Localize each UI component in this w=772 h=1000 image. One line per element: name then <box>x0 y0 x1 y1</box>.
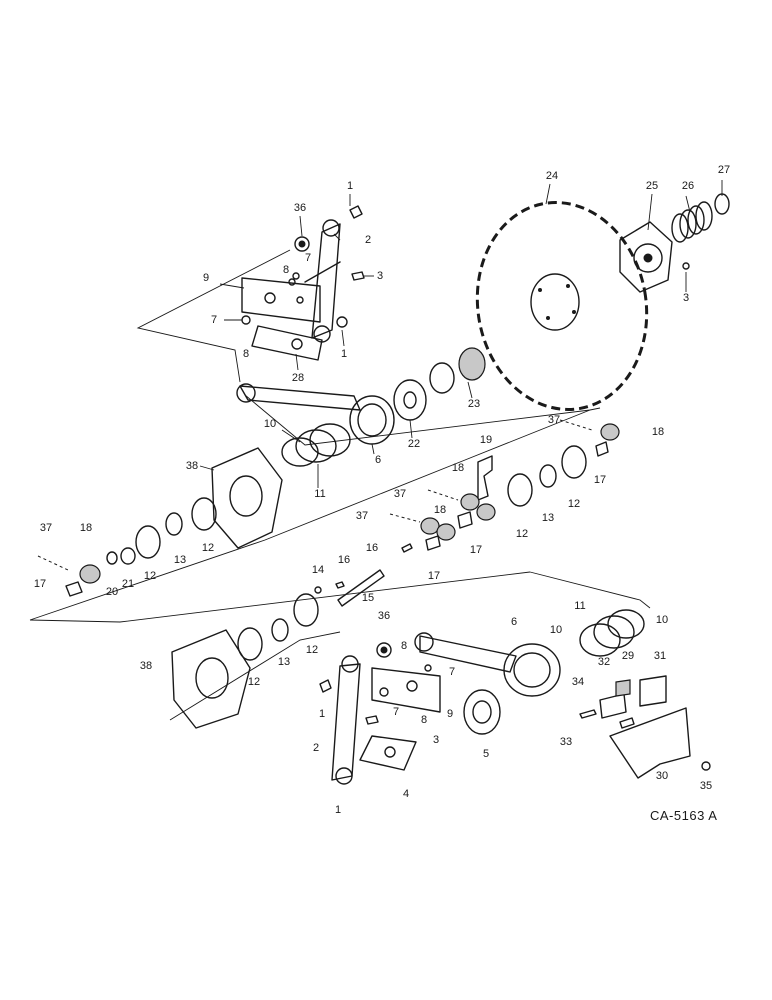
right-bearing-stack <box>389 419 620 551</box>
callout-4: 4 <box>403 788 409 800</box>
callout-7: 7 <box>449 666 455 678</box>
callout-1: 1 <box>319 708 325 720</box>
callout-5: 5 <box>483 748 489 760</box>
upper-snap-rings <box>281 423 351 467</box>
callout-17: 17 <box>34 578 46 590</box>
callout-18: 18 <box>80 522 92 534</box>
callout-8: 8 <box>421 714 427 726</box>
callout-37: 37 <box>548 414 560 426</box>
callout-1: 1 <box>335 804 341 816</box>
callout-30: 30 <box>656 770 668 782</box>
large-sprocket-24 <box>475 201 649 411</box>
callout-12: 12 <box>144 570 156 582</box>
callout-17: 17 <box>594 474 606 486</box>
callout-28: 28 <box>292 372 304 384</box>
hub-spring-washer <box>619 193 730 293</box>
callout-17: 17 <box>428 570 440 582</box>
callout-14: 14 <box>312 564 324 576</box>
callout-33: 33 <box>560 736 572 748</box>
callout-12: 12 <box>516 528 528 540</box>
callout-1: 1 <box>341 348 347 360</box>
bracket-shield-assembly <box>579 675 711 779</box>
lower-idler-arm-assembly <box>319 642 441 785</box>
callout-26: 26 <box>682 180 694 192</box>
callout-16: 16 <box>338 554 350 566</box>
callout-3: 3 <box>377 270 383 282</box>
callout-15: 15 <box>362 592 374 604</box>
callout-31: 31 <box>654 650 666 662</box>
lower-bearing-stack <box>171 593 319 729</box>
callout-7: 7 <box>393 706 399 718</box>
callout-19: 19 <box>480 434 492 446</box>
callout-9: 9 <box>203 272 209 284</box>
callout-24: 24 <box>546 170 558 182</box>
callout-22: 22 <box>408 438 420 450</box>
callout-6: 6 <box>375 454 381 466</box>
callout-13: 13 <box>542 512 554 524</box>
callout-12: 12 <box>202 542 214 554</box>
callout-3: 3 <box>683 292 689 304</box>
callout-1: 1 <box>347 180 353 192</box>
callout-38: 38 <box>186 460 198 472</box>
assembly-boundary-lines <box>29 249 651 721</box>
callout-25: 25 <box>646 180 658 192</box>
upper-crank-rod <box>236 347 486 445</box>
upper-idler-arm-assembly <box>241 205 365 361</box>
callout-10: 10 <box>264 418 276 430</box>
callout-8: 8 <box>401 640 407 652</box>
shaft-15 <box>314 543 413 607</box>
upper-flange-plate <box>211 447 283 549</box>
callout-23: 23 <box>468 398 480 410</box>
callout-12: 12 <box>248 676 260 688</box>
callout-37: 37 <box>356 510 368 522</box>
callout-36: 36 <box>294 202 306 214</box>
callout-37: 37 <box>40 522 52 534</box>
callout-10: 10 <box>656 614 668 626</box>
callout-13: 13 <box>278 656 290 668</box>
callout-18: 18 <box>434 504 446 516</box>
callout-2: 2 <box>313 742 319 754</box>
callout-8: 8 <box>243 348 249 360</box>
callout-7: 7 <box>211 314 217 326</box>
callout-13: 13 <box>174 554 186 566</box>
callout-20: 20 <box>106 586 118 598</box>
callout-12: 12 <box>568 498 580 510</box>
callout-12: 12 <box>306 644 318 656</box>
callout-3: 3 <box>433 734 439 746</box>
callout-21: 21 <box>122 578 134 590</box>
lower-pulley-5 <box>463 689 501 735</box>
leader-lines <box>199 180 723 488</box>
callout-34: 34 <box>572 676 584 688</box>
callout-16: 16 <box>366 542 378 554</box>
callout-27: 27 <box>718 164 730 176</box>
callout-11: 11 <box>314 488 325 500</box>
callout-11: 11 <box>574 600 585 612</box>
callout-32: 32 <box>598 656 610 668</box>
callout-10: 10 <box>550 624 562 636</box>
callout-6: 6 <box>511 616 517 628</box>
callout-18: 18 <box>652 426 664 438</box>
callout-18: 18 <box>452 462 464 474</box>
drawing-code: CA-5163 A <box>650 808 717 823</box>
callout-38: 38 <box>140 660 152 672</box>
part-callouts: 1 36 2 7 8 9 3 7 8 1 28 24 25 26 27 3 23… <box>34 164 730 816</box>
callout-8: 8 <box>283 264 289 276</box>
callout-36: 36 <box>378 610 390 622</box>
callout-9: 9 <box>447 708 453 720</box>
upper-left-bearing-stack <box>37 497 217 597</box>
callout-35: 35 <box>700 780 712 792</box>
callout-29: 29 <box>622 650 634 662</box>
callout-2: 2 <box>365 234 371 246</box>
callout-37: 37 <box>394 488 406 500</box>
lower-crank-rod <box>414 609 645 697</box>
callout-17: 17 <box>470 544 482 556</box>
callout-7: 7 <box>305 252 311 264</box>
